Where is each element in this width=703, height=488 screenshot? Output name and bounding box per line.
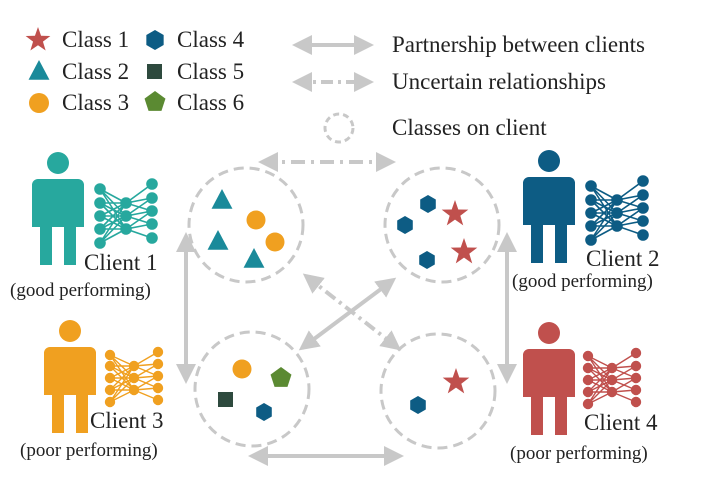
hexagon-icon xyxy=(410,396,426,414)
legend-uncertain: Uncertain relationships xyxy=(292,69,606,94)
client-status: (poor performing) xyxy=(510,443,648,464)
hexagon-icon xyxy=(256,403,272,421)
relationships xyxy=(176,152,517,466)
client-name: Client 4 xyxy=(584,410,658,435)
legend-class-2: Class 2 xyxy=(28,59,129,84)
triangle-icon xyxy=(211,189,233,209)
uncertain-arrow-diagonal xyxy=(302,273,402,351)
legend-class-5: Class 5 xyxy=(147,59,244,84)
legend-classes-on-client: Classes on client xyxy=(323,112,547,144)
legend-label: Class 6 xyxy=(177,90,244,115)
pentagon-icon xyxy=(270,367,292,387)
star-icon xyxy=(441,200,469,226)
client-status: (poor performing) xyxy=(20,440,158,461)
circle-icon xyxy=(265,232,285,252)
legend-partnership: Partnership between clients xyxy=(292,32,645,57)
client-name: Client 3 xyxy=(90,408,163,433)
hexagon-icon xyxy=(397,216,413,234)
dashed-circle xyxy=(193,330,311,448)
client-4: Client 4 (poor performing) xyxy=(510,322,658,464)
client-name: Client 1 xyxy=(84,250,157,275)
neural-network-icon xyxy=(104,346,164,408)
star-icon xyxy=(450,238,478,264)
legend-partnership-label: Partnership between clients xyxy=(392,32,645,57)
legend-label: Class 1 xyxy=(62,27,129,52)
circle-icon xyxy=(232,359,252,379)
square-icon xyxy=(218,392,233,407)
legend-uncertain-label: Uncertain relationships xyxy=(392,69,606,94)
legend-class-3: Class 3 xyxy=(29,90,129,115)
triangle-icon xyxy=(207,230,229,250)
legend-label: Class 3 xyxy=(62,90,129,115)
legend-label: Class 4 xyxy=(177,27,245,52)
dashed-circle xyxy=(383,166,501,284)
class-group-client-3 xyxy=(193,330,311,448)
client-3: Client 3 (poor performing) xyxy=(20,320,163,461)
person-icon xyxy=(32,152,84,265)
client-1: Client 1 (good performing) xyxy=(10,152,158,301)
class-group-client-2 xyxy=(383,166,501,284)
circle-icon xyxy=(246,210,266,230)
legend-label: Class 5 xyxy=(177,59,244,84)
client-status: (good performing) xyxy=(10,280,151,301)
legend-class-6: Class 6 xyxy=(144,90,244,115)
star-icon xyxy=(25,27,51,51)
neural-network-icon xyxy=(585,175,649,246)
legend-classes-label: Classes on client xyxy=(392,115,547,140)
dashed-circle xyxy=(187,166,305,284)
person-icon xyxy=(44,320,96,433)
legend-class-1: Class 1 xyxy=(25,27,129,52)
hexagon-icon xyxy=(419,251,435,269)
dashed-circle xyxy=(379,332,497,450)
neural-network-icon xyxy=(94,178,158,249)
neural-network-icon xyxy=(582,347,642,410)
legend-class-4: Class 4 xyxy=(146,27,245,52)
dashed-circle-icon xyxy=(323,112,355,144)
person-icon xyxy=(523,150,575,263)
legend: Class 1 Class 2 Class 3 Class 4 Class 5 … xyxy=(25,27,645,144)
triangle-icon xyxy=(243,248,265,268)
circle-icon xyxy=(29,93,49,113)
client-2: Client 2 (good performing) xyxy=(512,150,659,292)
star-icon xyxy=(442,368,470,394)
class-group-client-1 xyxy=(187,166,305,284)
person-icon xyxy=(523,322,575,435)
pentagon-icon xyxy=(144,91,166,111)
client-status: (good performing) xyxy=(512,271,653,292)
triangle-icon xyxy=(28,60,50,80)
hexagon-icon xyxy=(420,195,436,213)
class-group-client-4 xyxy=(379,332,497,450)
client-name: Client 2 xyxy=(586,246,659,271)
partnership-arrow-diagonal xyxy=(298,277,397,351)
legend-label: Class 2 xyxy=(62,59,129,84)
hexagon-icon xyxy=(146,30,164,50)
square-icon xyxy=(147,64,162,79)
